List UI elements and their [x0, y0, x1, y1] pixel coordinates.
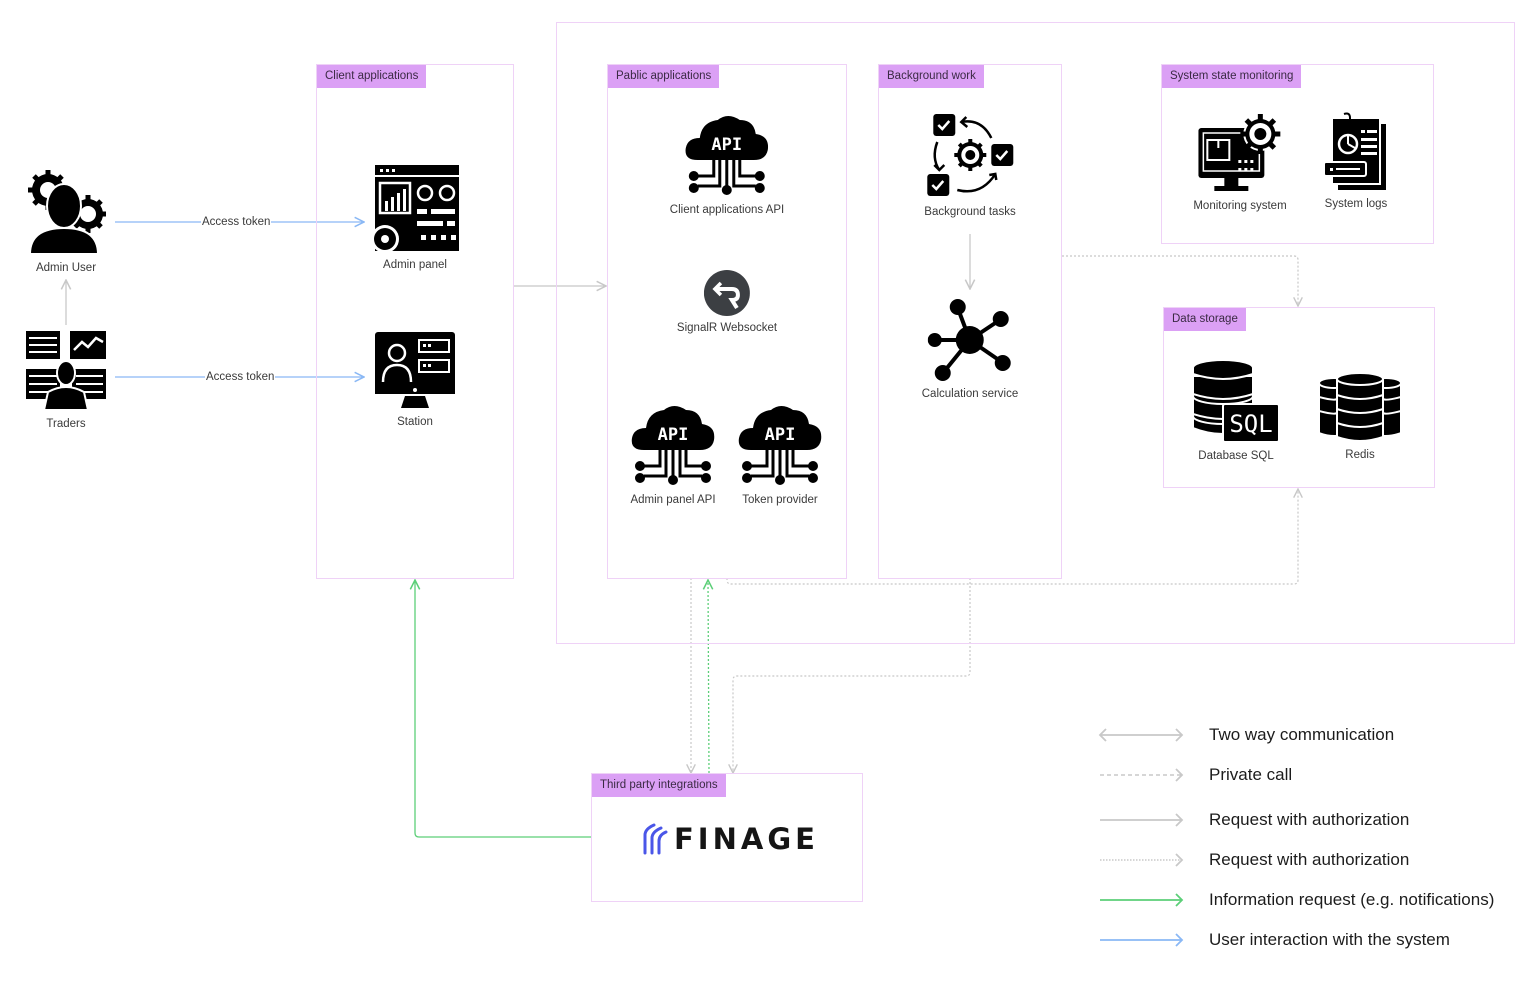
admin-panel-icon: [371, 165, 459, 253]
finage-logo-icon: [643, 823, 668, 855]
node-signalr-websocket[interactable]: SignalR Websocket: [677, 270, 777, 334]
node-calculation-service[interactable]: Calculation service: [921, 298, 1019, 400]
legend-item: Private call: [1098, 763, 1292, 787]
api-cloud-icon: API: [631, 406, 715, 485]
database-sql-icon: SQL: [1193, 359, 1279, 443]
node-label: Admin panel: [383, 259, 447, 271]
node-client-applications-api[interactable]: API Client applications API: [670, 112, 784, 216]
actor-admin-user[interactable]: Admin User: [26, 170, 106, 274]
node-label: Monitoring system: [1193, 200, 1287, 212]
legend-label: Request with authorization: [1209, 850, 1410, 869]
legend-blue-arrow-icon: [1100, 933, 1184, 947]
node-label: Background tasks: [924, 206, 1016, 218]
node-station[interactable]: Station: [373, 332, 457, 428]
system-logs-icon: [1324, 112, 1386, 190]
legend-label: Private call: [1209, 765, 1293, 784]
monitoring-system-icon: [1198, 114, 1280, 191]
legend-item: Request with authorization: [1098, 848, 1409, 872]
node-system-logs[interactable]: System logs: [1324, 112, 1388, 210]
api-cloud-icon: API: [738, 406, 822, 485]
traders-icon: [26, 331, 106, 411]
node-label: Station: [397, 416, 433, 428]
group-tag: Background work: [879, 65, 984, 88]
actor-label: Traders: [46, 418, 86, 430]
legend-item: User interaction with the system: [1098, 928, 1450, 952]
edge-label-traders-access-token: Access token: [205, 371, 276, 384]
legend-label: User interaction with the system: [1209, 930, 1450, 949]
node-label: Database SQL: [1198, 450, 1274, 462]
finage-wordmark: FINAGE: [674, 822, 819, 856]
group-tag: Data storage: [1164, 308, 1246, 331]
sql-text: SQL: [1229, 410, 1272, 438]
group-system-state-monitoring: System state monitoring: [1161, 64, 1434, 244]
node-label: Client applications API: [669, 204, 785, 216]
actor-label: Admin User: [35, 262, 97, 274]
legend-item: Request with authorization: [1098, 808, 1409, 832]
node-label: Calculation service: [921, 388, 1019, 400]
legend-solid-arrow-icon: [1100, 813, 1184, 827]
node-label: Redis: [1345, 449, 1375, 461]
signalr-icon: [704, 270, 750, 316]
legend-green-arrow-icon: [1100, 893, 1184, 907]
legend-item: Two way communication: [1098, 723, 1394, 747]
node-label: Token provider: [742, 494, 818, 506]
edge-background-to-storage: [1062, 255, 1298, 306]
legend-label: Information request (e.g. notifications): [1209, 890, 1495, 909]
station-icon: [375, 332, 455, 408]
node-token-provider[interactable]: API Token provider: [737, 402, 823, 506]
legend-label: Two way communication: [1209, 725, 1395, 744]
edge-third-party-to-public: [708, 580, 709, 774]
legend-two-way-arrow-icon: [1098, 728, 1184, 742]
edge-public-to-storage: [726, 489, 1298, 585]
group-tag: Client applications: [317, 65, 427, 88]
node-background-tasks[interactable]: Background tasks: [924, 112, 1016, 218]
legend-item: Information request (e.g. notifications): [1098, 888, 1494, 912]
legend-dotted-arrow-icon: [1100, 853, 1184, 867]
node-monitoring-system[interactable]: Monitoring system: [1193, 112, 1287, 212]
node-admin-panel[interactable]: Admin panel: [371, 165, 459, 271]
group-third-party-integrations: Third party integrations: [591, 773, 863, 902]
node-label: System logs: [1324, 198, 1388, 210]
admin-user-icon: [28, 170, 106, 255]
api-text: API: [765, 425, 796, 445]
edge-label-admin-access-token: Access token: [201, 216, 272, 229]
legend-dashed-arrow-icon: [1100, 768, 1184, 782]
edge-third-party-to-client: [415, 580, 591, 838]
redis-icon: [1319, 373, 1401, 442]
api-cloud-icon: API: [685, 116, 769, 195]
node-label: Admin panel API: [630, 494, 716, 506]
node-database-sql[interactable]: SQL Database SQL: [1193, 358, 1279, 462]
calculation-service-icon: [927, 299, 1011, 381]
group-tag: System state monitoring: [1162, 65, 1302, 88]
group-data-storage: Data storage: [1163, 307, 1435, 488]
actor-traders[interactable]: Traders: [26, 330, 106, 430]
api-text: API: [658, 425, 689, 445]
group-tag: Pablic applications: [608, 65, 720, 88]
legend-label: Request with authorization: [1209, 810, 1410, 829]
api-text: API: [712, 135, 743, 155]
node-label: SignalR Websocket: [676, 322, 778, 334]
node-finage[interactable]: FINAGE: [642, 822, 819, 856]
group-public-applications: Pablic applications: [607, 64, 847, 579]
background-tasks-icon: [926, 114, 1013, 196]
group-background-work: Background work: [878, 64, 1062, 579]
node-redis[interactable]: Redis: [1319, 373, 1401, 461]
system-boundary: [556, 22, 1515, 644]
group-client-applications: Client applications: [316, 64, 514, 579]
node-admin-panel-api[interactable]: API Admin panel API: [630, 402, 716, 506]
group-tag: Third party integrations: [592, 774, 726, 797]
